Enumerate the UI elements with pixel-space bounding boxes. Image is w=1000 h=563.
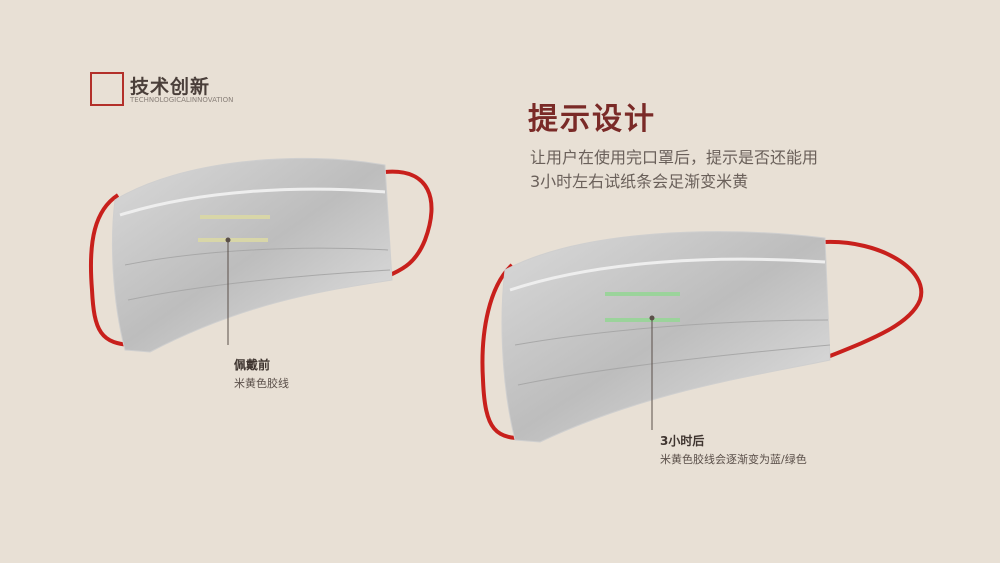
after-label-text: 米黄色胶线会逐渐变为蓝/绿色	[660, 453, 807, 466]
description: 让用户在使用完口罩后，提示是否还能用 3小时左右试纸条会足渐变米黄	[530, 146, 870, 194]
mask-before	[88, 157, 434, 353]
description-line: 让用户在使用完口罩后，提示是否还能用	[530, 148, 819, 167]
page-title: 提示设计	[528, 102, 656, 137]
after-label-title: 3小时后	[660, 434, 705, 448]
logo-title: 技术创新	[130, 76, 211, 98]
indicator-strip-before	[198, 238, 268, 242]
indicator-strip-after	[605, 318, 680, 322]
ear-strap-right	[384, 169, 434, 277]
description-line: 3小时左右试纸条会足渐变米黄	[530, 172, 749, 191]
before-label-title: 佩戴前	[234, 358, 271, 372]
logo-subtitle: TECHNOLOGICALINNOVATION	[130, 96, 234, 104]
ear-strap-left	[88, 193, 136, 347]
before-label-text: 米黄色胶线	[234, 377, 289, 390]
ear-strap-right	[824, 239, 924, 360]
ear-strap-left	[480, 263, 531, 441]
indicator-strip-after	[605, 292, 680, 296]
indicator-strip-before	[200, 215, 270, 219]
mask-after	[480, 231, 924, 443]
logo-mark	[90, 72, 124, 106]
